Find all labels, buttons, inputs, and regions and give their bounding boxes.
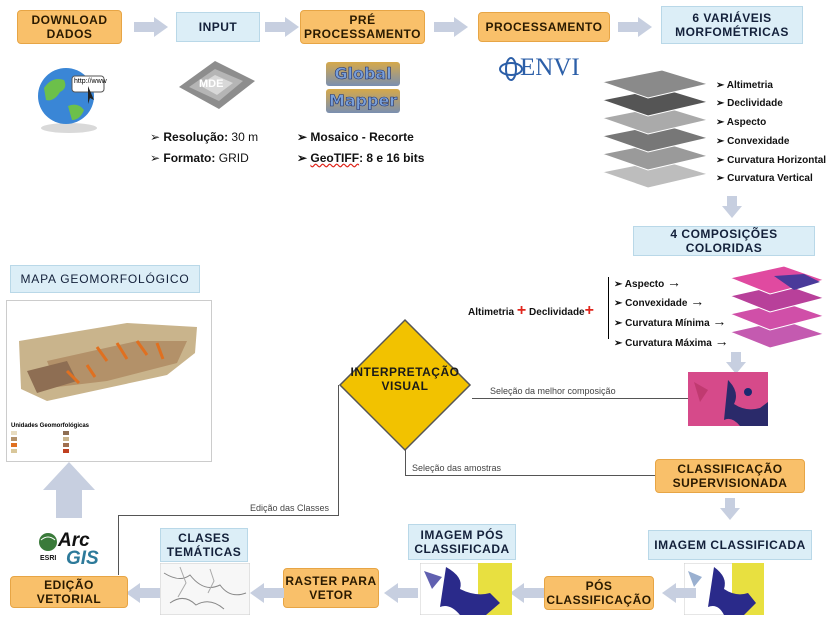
format-line: ➢ Formato: GRID xyxy=(150,151,249,165)
arrow-left xyxy=(508,583,544,603)
samples-selection-label: Seleção das amostras xyxy=(412,463,502,473)
arrow-left xyxy=(124,583,160,603)
best-composition-label: Seleção da melhor composição xyxy=(490,386,616,396)
variable-5: ➢ Curvatura Horizontal xyxy=(716,155,827,166)
geomorphological-map-image: Unidades Geomorfológicas xyxy=(6,300,212,462)
globe-icon xyxy=(30,62,108,134)
arrow-down xyxy=(720,498,740,520)
resolution-label: Resolução: xyxy=(163,130,229,144)
bracket-line xyxy=(608,277,609,339)
global-mapper-logo: Global Mapper xyxy=(326,62,400,114)
arrow-down xyxy=(722,196,742,218)
mde-thumbnail xyxy=(175,57,257,111)
composition-layer-stack xyxy=(724,265,828,356)
composition-1: ➢ Aspecto → xyxy=(614,274,682,290)
thematic-classes-image xyxy=(159,562,251,616)
flow-line xyxy=(338,385,339,515)
four-compositions-box: 4 COMPOSIÇÕES COLORIDAS xyxy=(633,226,815,256)
raster-to-vector-box: RASTER PARA VETOR xyxy=(283,568,379,608)
flow-line xyxy=(405,475,655,476)
geomorphological-map-box: MAPA GEOMORFOLÓGICO xyxy=(10,265,200,293)
flow-line xyxy=(472,398,688,399)
format-label: Formato: xyxy=(163,151,216,165)
best-composition-image xyxy=(688,372,768,426)
arrow-down xyxy=(726,352,746,374)
processing-box: PROCESSAMENTO xyxy=(478,12,610,42)
arrow-left xyxy=(248,583,284,603)
arrow-right xyxy=(434,17,470,37)
arrow-right xyxy=(618,17,654,37)
download-data-box: DOWNLOAD DADOS xyxy=(17,10,122,44)
class-edit-label: Edição das Classes xyxy=(250,503,330,513)
flow-line xyxy=(118,515,119,575)
map-legend-swatches xyxy=(11,431,111,457)
variable-3: ➢ Aspecto xyxy=(716,117,767,128)
envi-label: ENVI xyxy=(520,54,580,81)
globe-icon xyxy=(39,533,57,551)
six-variables-box: 6 VARIÁVEIS MORFOMÉTRICAS xyxy=(661,6,803,44)
arcgis-arc-label: Arc xyxy=(58,530,90,551)
variable-4: ➢ Convexidade xyxy=(716,136,790,147)
pre-processing-box: PRÉ PROCESSAMENTO xyxy=(300,10,425,44)
supervised-classification-box: CLASSIFICAÇÃO SUPERVISIONADA xyxy=(655,459,805,493)
global-mapper-line2: Mapper xyxy=(328,91,398,111)
flow-line xyxy=(118,515,339,516)
geotiff-line: ➢ GeoTIFF: 8 e 16 bits xyxy=(297,151,425,165)
input-box: INPUT xyxy=(176,12,260,42)
mosaic-line: ➢ Mosaico - Recorte xyxy=(297,130,414,144)
arrow-up xyxy=(43,462,95,520)
composition-2: ➢ Convexidade → xyxy=(614,293,705,309)
arcgis-esri-label: ESRI xyxy=(40,555,57,562)
arrow-right xyxy=(134,17,170,37)
arrow-left xyxy=(660,583,696,603)
vector-edit-box: EDIÇÃO VETORIAL xyxy=(10,576,128,608)
composition-formula: Altimetria + Declividade+ xyxy=(468,302,594,319)
classified-image-box: IMAGEM CLASSIFICADA xyxy=(648,530,812,560)
arrow-left xyxy=(382,583,418,603)
global-mapper-line1: Global xyxy=(334,64,392,84)
format-value: GRID xyxy=(218,151,249,165)
post-classified-image-box: IMAGEM PÓS CLASSIFICADA xyxy=(408,524,516,560)
post-classification-box: PÓS CLASSIFICAÇÃO xyxy=(544,576,654,610)
classified-image xyxy=(683,562,765,616)
composition-3: ➢ Curvatura Mínima → xyxy=(614,313,727,329)
variables-layer-stack xyxy=(592,68,712,198)
variable-6: ➢ Curvatura Vertical xyxy=(716,173,813,184)
resolution-line: ➢ Resolução: 30 m xyxy=(150,130,259,144)
composition-4: ➢ Curvatura Máxima → xyxy=(614,333,729,349)
mde-label: MDE xyxy=(199,78,224,90)
variable-1: ➢ Altimetria xyxy=(716,80,773,91)
visual-interpretation-label: INTERPRETAÇÃO VISUAL xyxy=(350,365,460,393)
resolution-value: 30 m xyxy=(231,130,259,144)
arrow-right xyxy=(265,17,301,37)
post-classified-image xyxy=(419,562,513,616)
thematic-classes-box: CLASES TEMÁTICAS xyxy=(160,528,248,562)
map-legend-title: Unidades Geomorfológicas xyxy=(11,423,90,429)
flow-line xyxy=(405,450,406,475)
arcgis-gis-label: GIS xyxy=(66,548,99,569)
variable-2: ➢ Declividade xyxy=(716,98,783,109)
geotiff-label: GeoTIFF xyxy=(310,151,360,165)
www-label: http://www xyxy=(74,78,107,85)
envi-logo: ENVI xyxy=(498,54,598,84)
arcgis-logo: Arc ESRI GIS xyxy=(34,530,114,570)
